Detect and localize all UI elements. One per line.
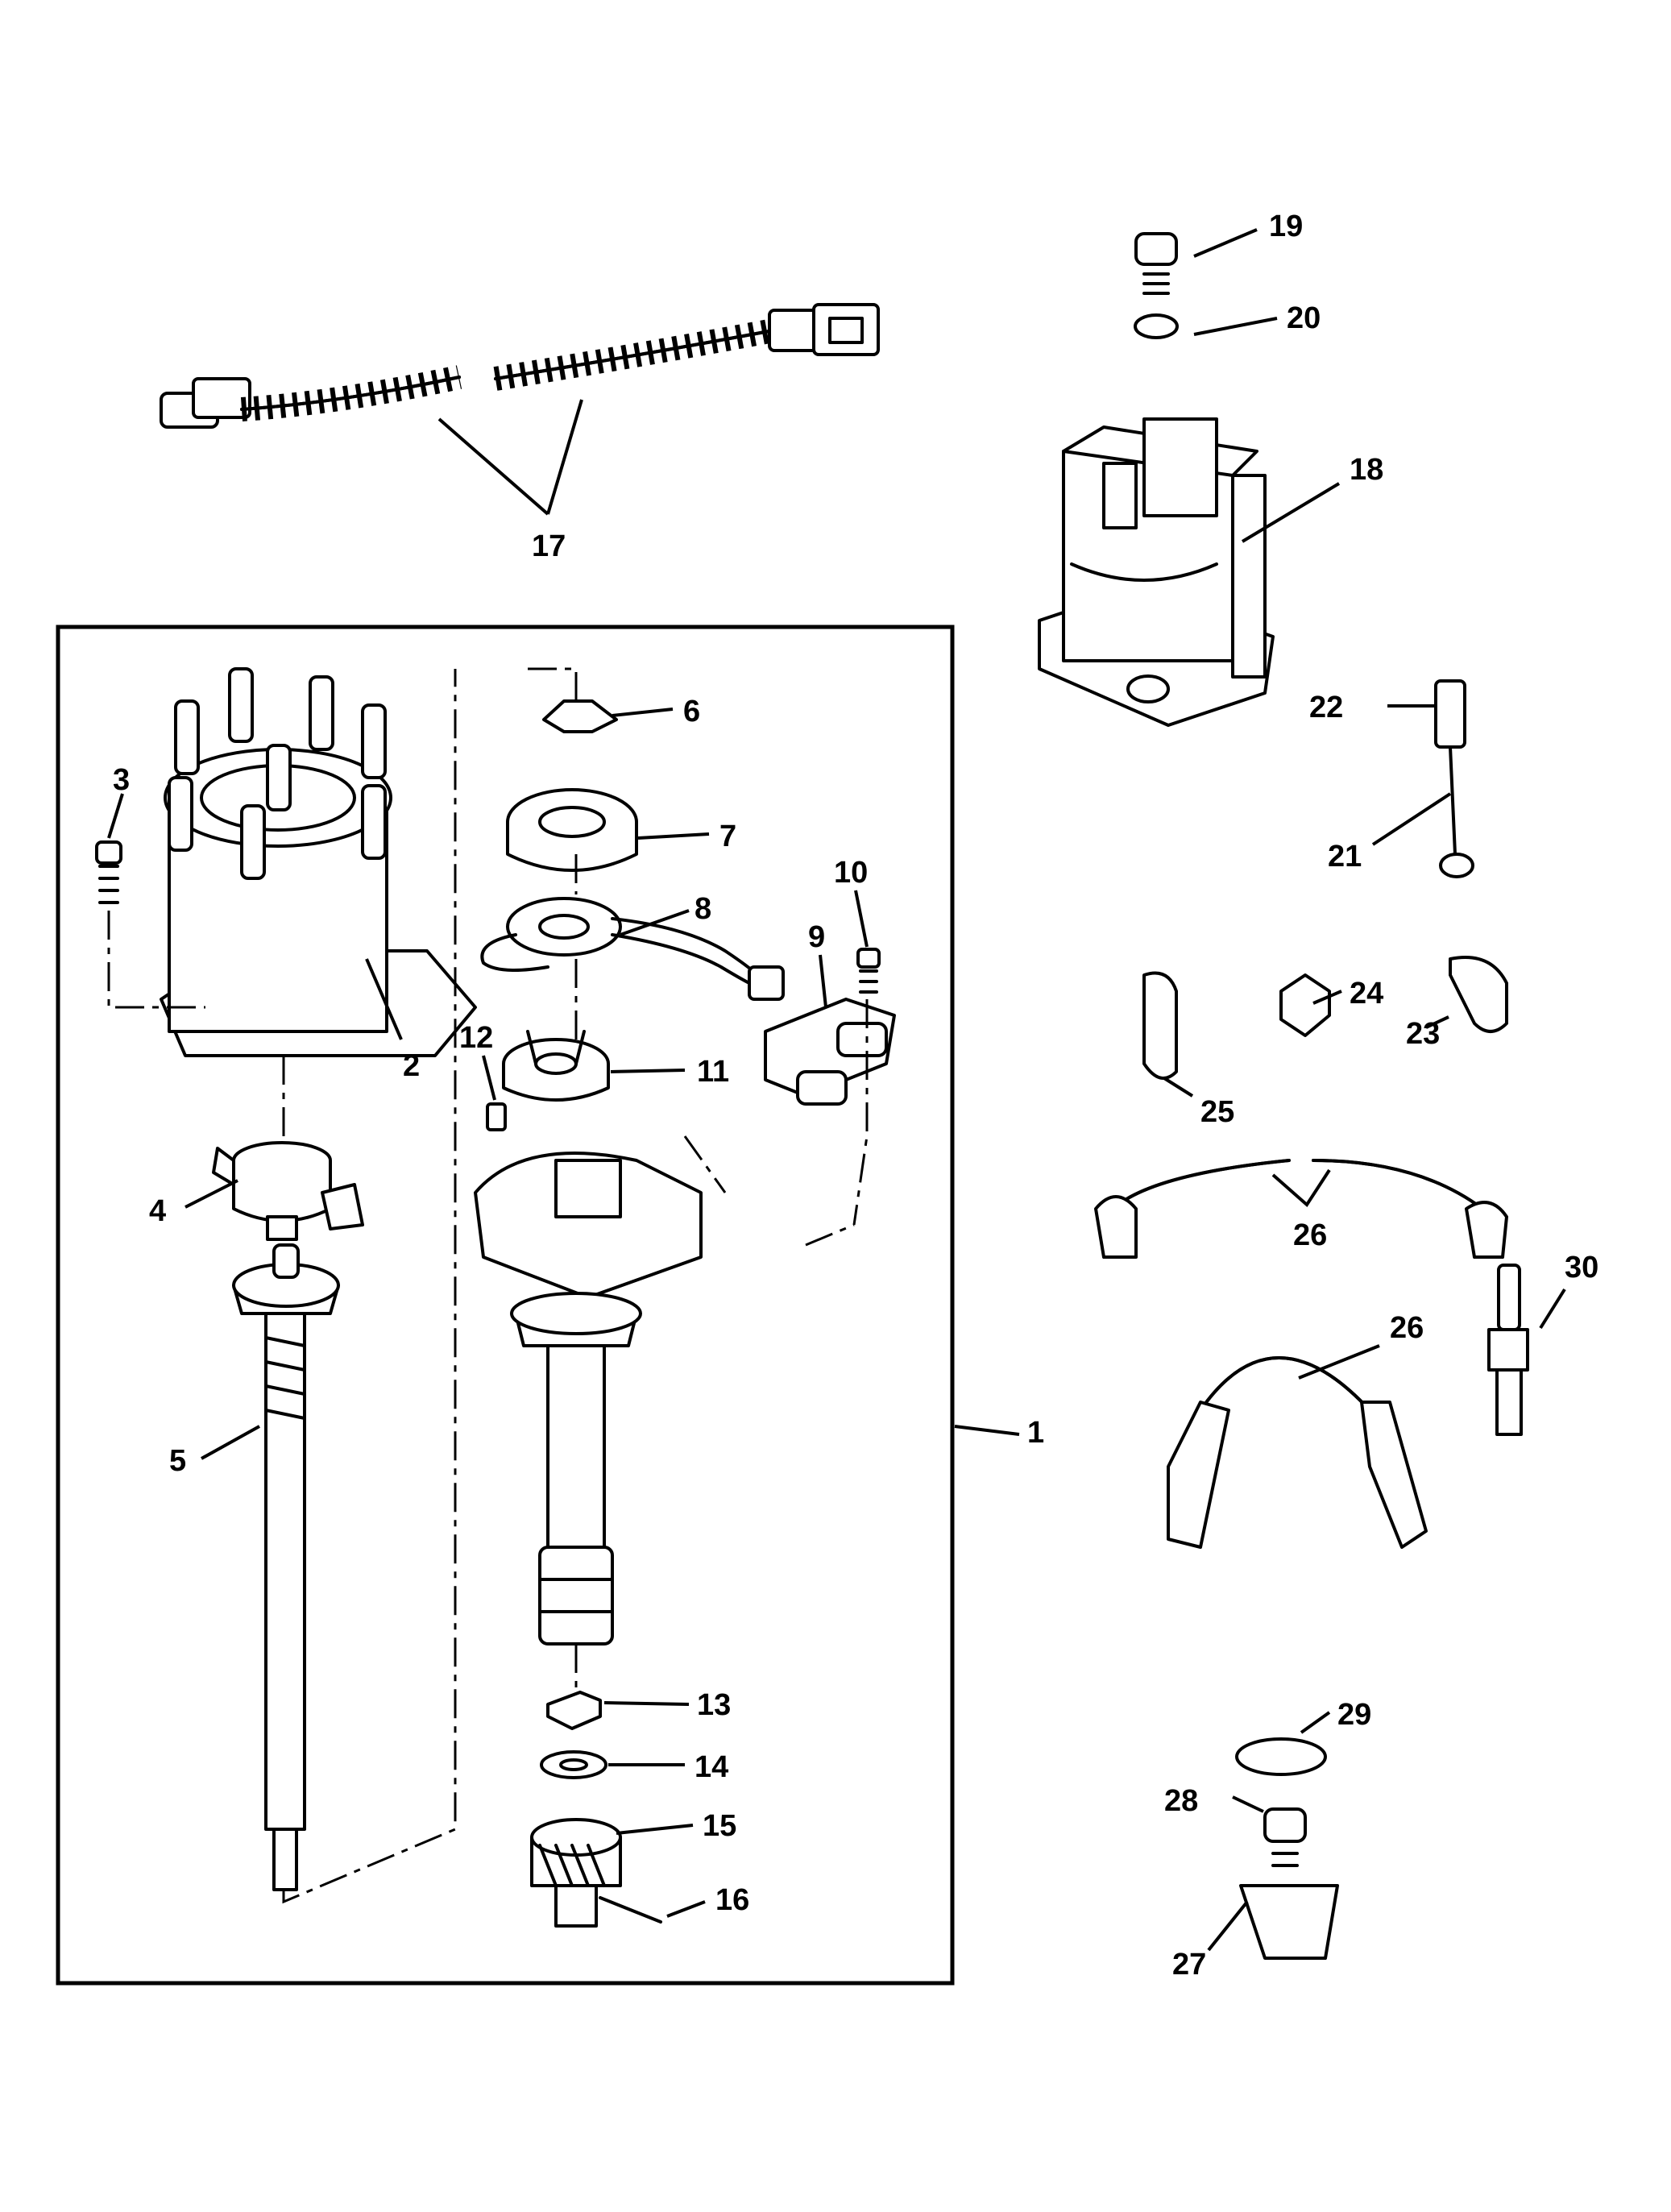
callout-26b: 26 (1390, 1311, 1424, 1345)
ground-strap (1439, 745, 1474, 878)
spark-plug-wire-lower (1167, 1356, 1428, 1549)
drive-shaft (232, 1243, 340, 1891)
callout-21: 21 (1328, 840, 1362, 874)
dash-5 (282, 669, 457, 1904)
leader-5 (201, 1425, 260, 1460)
callout-2: 2 (403, 1049, 420, 1083)
leader-17b (546, 399, 583, 515)
cap-screw (95, 840, 122, 904)
pickup-coil (480, 897, 785, 1001)
roll-pin (599, 1896, 662, 1924)
callout-4: 4 (149, 1194, 166, 1228)
leader-23 (1425, 1015, 1449, 1029)
callout-7: 7 (719, 820, 736, 853)
leader-10 (854, 890, 869, 948)
wiring-harness (160, 303, 880, 429)
callout-13: 13 (697, 1688, 731, 1722)
callout-11: 11 (697, 1055, 729, 1089)
leader-27 (1207, 1900, 1249, 1952)
leader-29 (1300, 1711, 1331, 1734)
leader-7 (637, 832, 710, 840)
distributor-cap (160, 667, 477, 1057)
callout-26a: 26 (1293, 1218, 1327, 1252)
leader-30 (1539, 1288, 1566, 1330)
callout-10: 10 (834, 856, 868, 890)
callout-28: 28 (1164, 1784, 1198, 1818)
callout-5: 5 (169, 1444, 186, 1478)
module-screw (856, 948, 881, 994)
distributor-housing-clamp (212, 1141, 364, 1241)
leader-17a (437, 417, 549, 516)
leader-6 (612, 708, 674, 717)
leader-15 (616, 1824, 694, 1835)
gasket-6 (542, 699, 618, 733)
callout-23: 23 (1406, 1017, 1440, 1051)
callout-1: 1 (1027, 1416, 1044, 1450)
callout-9: 9 (808, 920, 825, 954)
gasket-29 (1235, 1737, 1327, 1776)
dash-housing (683, 1135, 855, 1247)
callout-24: 24 (1350, 977, 1383, 1011)
dash-3 (107, 911, 205, 1009)
thrust-washer (546, 1691, 602, 1730)
dash-10 (852, 999, 869, 1226)
leader-11 (610, 1069, 686, 1073)
wire-separator-25 (1142, 971, 1178, 1080)
callout-14: 14 (695, 1750, 728, 1784)
leader-3 (107, 793, 124, 839)
leader-13 (603, 1701, 690, 1706)
leader-1 (954, 1425, 1020, 1436)
retaining-pin (486, 1102, 507, 1131)
leader-28 (1232, 1795, 1264, 1813)
callout-12: 12 (459, 1021, 493, 1055)
cap-cover (506, 788, 638, 872)
callout-3: 3 (113, 763, 130, 797)
leader-9 (819, 954, 827, 1008)
distributor-housing (474, 1152, 703, 1646)
bolt-28 (1263, 1807, 1307, 1867)
washer-14 (540, 1750, 607, 1779)
drive-gear (530, 1818, 622, 1928)
leader-24 (1312, 990, 1342, 1005)
callout-27: 27 (1172, 1948, 1206, 1982)
callout-8: 8 (695, 892, 711, 926)
callout-22: 22 (1309, 691, 1343, 724)
dash-gasket-top (528, 667, 578, 701)
callout-18: 18 (1350, 453, 1383, 487)
callout-16: 16 (715, 1883, 749, 1917)
leader-20 (1193, 317, 1278, 336)
leader-4 (185, 1179, 238, 1209)
leader-26b (1298, 1344, 1380, 1380)
ignition-coil (1038, 417, 1275, 727)
coil-washer (1134, 313, 1179, 339)
bracket-27 (1239, 1884, 1339, 1960)
leader-18 (1241, 482, 1341, 543)
spark-plug-wire-upper (1094, 1159, 1508, 1259)
leader-19 (1193, 228, 1258, 258)
callout-6: 6 (683, 695, 700, 728)
wire-separator-23 (1449, 956, 1508, 1033)
leader-25 (1163, 1077, 1194, 1098)
pole-piece (502, 1030, 610, 1102)
distributor-assembly-frame (56, 625, 955, 1986)
wire-clip (1434, 679, 1466, 749)
leader-12 (482, 1055, 496, 1101)
coil-bolt (1134, 232, 1178, 295)
wire-separator-24 (1279, 973, 1331, 1037)
leader-21 (1371, 792, 1452, 846)
spark-plug (1487, 1264, 1529, 1436)
leader-16 (666, 1900, 706, 1918)
leader-26a (1271, 1168, 1331, 1208)
callout-19: 19 (1269, 210, 1303, 243)
callout-17: 17 (532, 529, 566, 563)
callout-20: 20 (1287, 301, 1321, 335)
leader-2 (365, 958, 403, 1040)
ignition-module (764, 998, 896, 1106)
leader-8 (620, 909, 690, 936)
callout-15: 15 (703, 1809, 736, 1843)
callout-25: 25 (1200, 1095, 1234, 1129)
callout-29: 29 (1337, 1698, 1371, 1732)
callout-30: 30 (1565, 1251, 1598, 1284)
